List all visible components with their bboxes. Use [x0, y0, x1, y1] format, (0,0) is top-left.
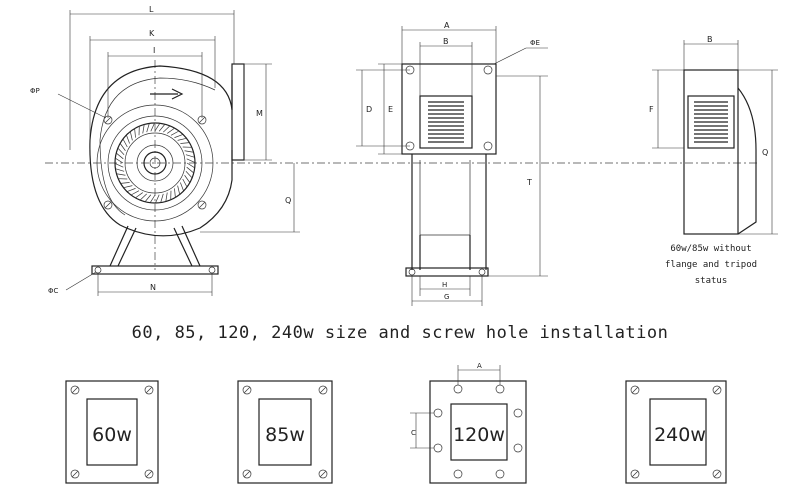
dim-P: ΦP [30, 87, 40, 95]
impeller-blade [134, 128, 136, 138]
dim-small-B: B [707, 35, 713, 44]
impeller-blade [185, 171, 193, 179]
mount-dim-A: A [477, 362, 482, 370]
impeller-blade [154, 123, 161, 132]
impeller-blade [170, 130, 180, 136]
dim-H: H [442, 281, 447, 289]
impeller-blade [123, 185, 133, 189]
impeller-blade [180, 142, 190, 144]
dim-small-Q: Q [762, 148, 768, 157]
dim-M: M [256, 109, 263, 118]
front-view: L K I M Q ΦP ΦC N [30, 5, 760, 296]
impeller-blade [126, 134, 130, 144]
dim-L: L [149, 5, 154, 14]
impeller-blade [184, 150, 194, 153]
dim-F: F [649, 105, 654, 114]
impeller-blade [177, 137, 187, 141]
mount-60w: 60w [65, 380, 159, 484]
impeller-blade [139, 193, 147, 201]
side-view: A B ΦE D E T H G [356, 21, 548, 306]
note-line-2: flange and tripod [665, 260, 757, 270]
dim-T: T [526, 178, 532, 187]
impeller-blade [165, 192, 168, 202]
impeller-blade [144, 194, 152, 202]
impeller-blade [180, 182, 184, 192]
impeller-blade [120, 182, 130, 184]
impeller-blade [122, 138, 128, 148]
impeller-blade [117, 147, 125, 155]
impeller-blade [186, 158, 196, 163]
impeller-blade [186, 166, 194, 174]
impeller-blade [177, 185, 181, 195]
small-side-view: B F Q 60w/85w without flange and tripod … [649, 35, 778, 286]
impeller-blade [114, 163, 124, 168]
dim-C: ΦC [48, 287, 59, 295]
impeller-blade [182, 178, 188, 188]
mount-85w: 85w [237, 380, 333, 484]
dim-B: B [443, 37, 449, 46]
dim-N: N [150, 283, 156, 292]
impeller-blade [115, 157, 124, 164]
dim-G: G [444, 293, 449, 301]
note-line-3: status [695, 276, 728, 286]
dim-Q: Q [285, 196, 291, 205]
impeller-blade [116, 152, 124, 160]
impeller-blade [174, 188, 176, 198]
dim-I: I [153, 46, 155, 55]
label-60w: 60w [92, 424, 132, 446]
dim-E: E [388, 105, 393, 114]
label-120w: 120w [453, 424, 505, 446]
mount-240w: 240w [625, 380, 727, 484]
impeller-blade [119, 143, 126, 151]
impeller-blade [130, 190, 140, 196]
impeller-blade [115, 168, 125, 172]
impeller-blade [185, 154, 195, 158]
impeller-blade [167, 127, 175, 134]
mount-120w: A C 120w [410, 362, 527, 484]
impeller-blade [160, 193, 164, 203]
dim-D: D [366, 105, 372, 114]
impeller-blade [129, 131, 133, 141]
impeller-blade [150, 122, 155, 132]
impeller-blade [163, 125, 171, 133]
impeller-blade [116, 173, 126, 176]
impeller-blade [142, 124, 145, 134]
impeller-blade [184, 175, 191, 183]
impeller-blade [149, 194, 156, 203]
dim-K: K [149, 29, 155, 38]
dim-A: A [444, 21, 450, 30]
caption: 60, 85, 120, 240w size and screw hole in… [131, 323, 669, 343]
note-line-1: 60w/85w without [670, 244, 751, 254]
label-240w: 240w [654, 424, 706, 446]
impeller-blade [126, 188, 136, 192]
impeller-blade [146, 123, 150, 133]
mount-dim-C: C [411, 429, 416, 437]
dim-E-phi: ΦE [530, 39, 540, 47]
label-85w: 85w [265, 424, 305, 446]
impeller-blade [174, 134, 184, 138]
impeller-blade [135, 192, 143, 199]
impeller-blade [158, 124, 166, 132]
impeller-blade [186, 162, 195, 169]
impeller-blade [155, 194, 160, 204]
